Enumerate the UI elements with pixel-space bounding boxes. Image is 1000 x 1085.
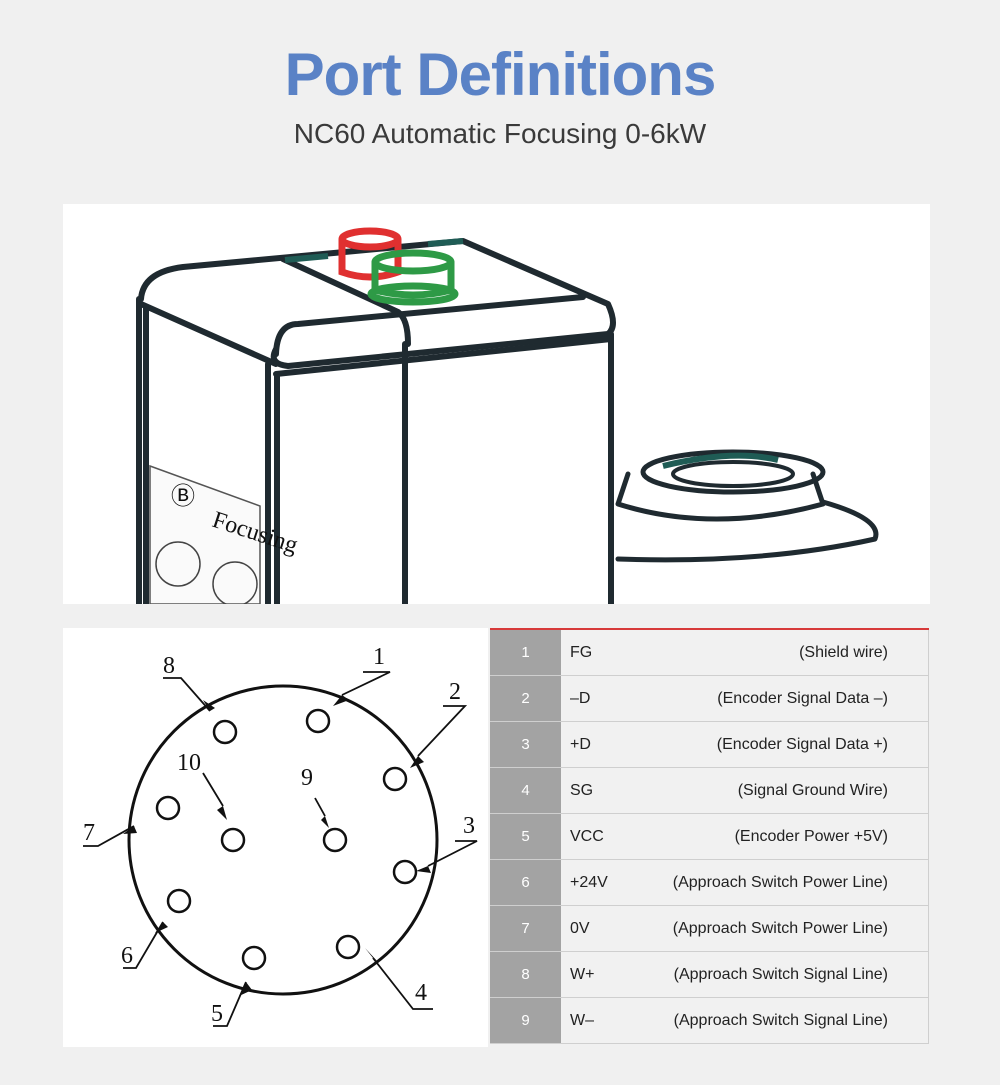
label-glasses-icon	[155, 541, 201, 587]
leader-3	[427, 840, 478, 867]
pin-signal: –D	[570, 689, 591, 707]
leader-4	[372, 957, 433, 1010]
device-left-top-edge	[138, 301, 279, 367]
pin-number: 5	[490, 814, 561, 859]
pin-signal: 0V	[570, 919, 590, 937]
pin-label-3: 3	[463, 813, 475, 839]
page-subtitle: NC60 Automatic Focusing 0-6kW	[293, 118, 707, 149]
pin-description: (Shield wire)	[799, 643, 888, 661]
table-row: 1 FG (Shield wire)	[490, 630, 929, 676]
nozzle-ring-side	[615, 471, 826, 522]
device-drawing: Ⓑ Focusing	[136, 227, 879, 604]
pin-description: (Approach Switch Power Line)	[672, 873, 888, 891]
pin-label-10: 10	[177, 750, 201, 776]
table-row: 8 W+ (Approach Switch Signal Line)	[490, 952, 929, 998]
pin-diagram: 1 2 3 4 5 6 7 8 9 10	[83, 644, 478, 1027]
pin-diagram-panel: 1 2 3 4 5 6 7 8 9 10	[63, 628, 488, 1047]
leader-10	[202, 772, 224, 807]
pin-5	[241, 945, 267, 971]
nozzle-ring-top	[640, 449, 826, 495]
pin-10	[220, 827, 246, 853]
pin-label-6: 6	[121, 943, 133, 969]
pin-label-2: 2	[449, 679, 461, 705]
pin-number: 9	[490, 998, 561, 1043]
pin-number: 1	[490, 630, 561, 675]
leader-8	[163, 677, 211, 712]
table-row: 3 +D (Encoder Signal Data +)	[490, 722, 929, 768]
table-row: 7 0V (Approach Switch Power Line)	[490, 906, 929, 952]
pin-table: 1 FG (Shield wire) 2 –D (Encoder Signal …	[490, 628, 929, 1044]
label-burst-icon	[212, 561, 258, 604]
leader-6	[123, 921, 164, 969]
pin-label-1: 1	[373, 644, 385, 670]
pin-description: (Approach Switch Signal Line)	[673, 965, 888, 983]
pin-7	[155, 795, 181, 821]
pin-description: (Encoder Signal Data –)	[717, 689, 888, 707]
pin-number: 3	[490, 722, 561, 767]
table-row: 5 VCC (Encoder Power +5V)	[490, 814, 929, 860]
pin-number: 6	[490, 860, 561, 905]
label-brand-glyph: Ⓑ	[171, 483, 195, 510]
device-front-top-rim	[273, 294, 586, 357]
table-row: 2 –D (Encoder Signal Data –)	[490, 676, 929, 722]
pin-signal: W+	[570, 965, 595, 983]
pin-description: (Approach Switch Power Line)	[672, 919, 888, 937]
leader-1	[341, 671, 391, 696]
top-teal-accent-left	[284, 253, 329, 263]
device-illustration: Ⓑ Focusing	[63, 204, 930, 604]
device-front-band	[273, 336, 614, 377]
pin-label-7: 7	[83, 820, 95, 846]
pin-signal: FG	[570, 643, 593, 661]
nozzle-teal-accent	[662, 452, 779, 469]
pin-description: (Signal Ground Wire)	[737, 781, 888, 799]
pin-1	[305, 708, 331, 734]
pin-label-8: 8	[163, 653, 175, 679]
leader-9	[314, 797, 326, 817]
pin-signal: SG	[570, 781, 594, 799]
pin-4	[335, 934, 361, 960]
pin-signal: VCC	[570, 827, 604, 845]
nozzle-ring-inner	[671, 460, 795, 488]
pin-description: (Approach Switch Signal Line)	[673, 1011, 888, 1029]
leader-2	[417, 705, 468, 757]
pin-6	[166, 888, 192, 914]
leader-7	[83, 825, 135, 847]
pin-number: 8	[490, 952, 561, 997]
pin-number: 7	[490, 906, 561, 951]
warning-label: Ⓑ Focusing	[149, 464, 301, 604]
page-title: Port Definitions	[284, 41, 717, 108]
pin-number: 4	[490, 768, 561, 813]
pin-number: 2	[490, 676, 561, 721]
pin-description: (Encoder Power +5V)	[734, 827, 888, 845]
connector-outline	[127, 684, 439, 996]
green-connector	[367, 249, 459, 306]
pin-label-4: 4	[415, 980, 427, 1006]
pin-8	[212, 719, 238, 745]
table-row: 9 W– (Approach Switch Signal Line)	[490, 998, 929, 1044]
leader-5	[213, 981, 247, 1027]
pin-description: (Encoder Signal Data +)	[716, 735, 888, 753]
pin-3	[392, 859, 418, 885]
pin-label-9: 9	[301, 765, 313, 791]
table-row: 6 +24V (Approach Switch Power Line)	[490, 860, 929, 906]
table-row: 4 SG (Signal Ground Wire)	[490, 768, 929, 814]
top-teal-accent-right	[427, 238, 464, 247]
nozzle-ring-flange	[615, 499, 879, 563]
pin-signal: +D	[570, 735, 591, 753]
pin-signal: +24V	[570, 873, 608, 891]
pin-9	[322, 827, 348, 853]
pin-label-5: 5	[211, 1001, 223, 1027]
pin-signal: W–	[570, 1011, 594, 1029]
pin-2	[382, 766, 408, 792]
